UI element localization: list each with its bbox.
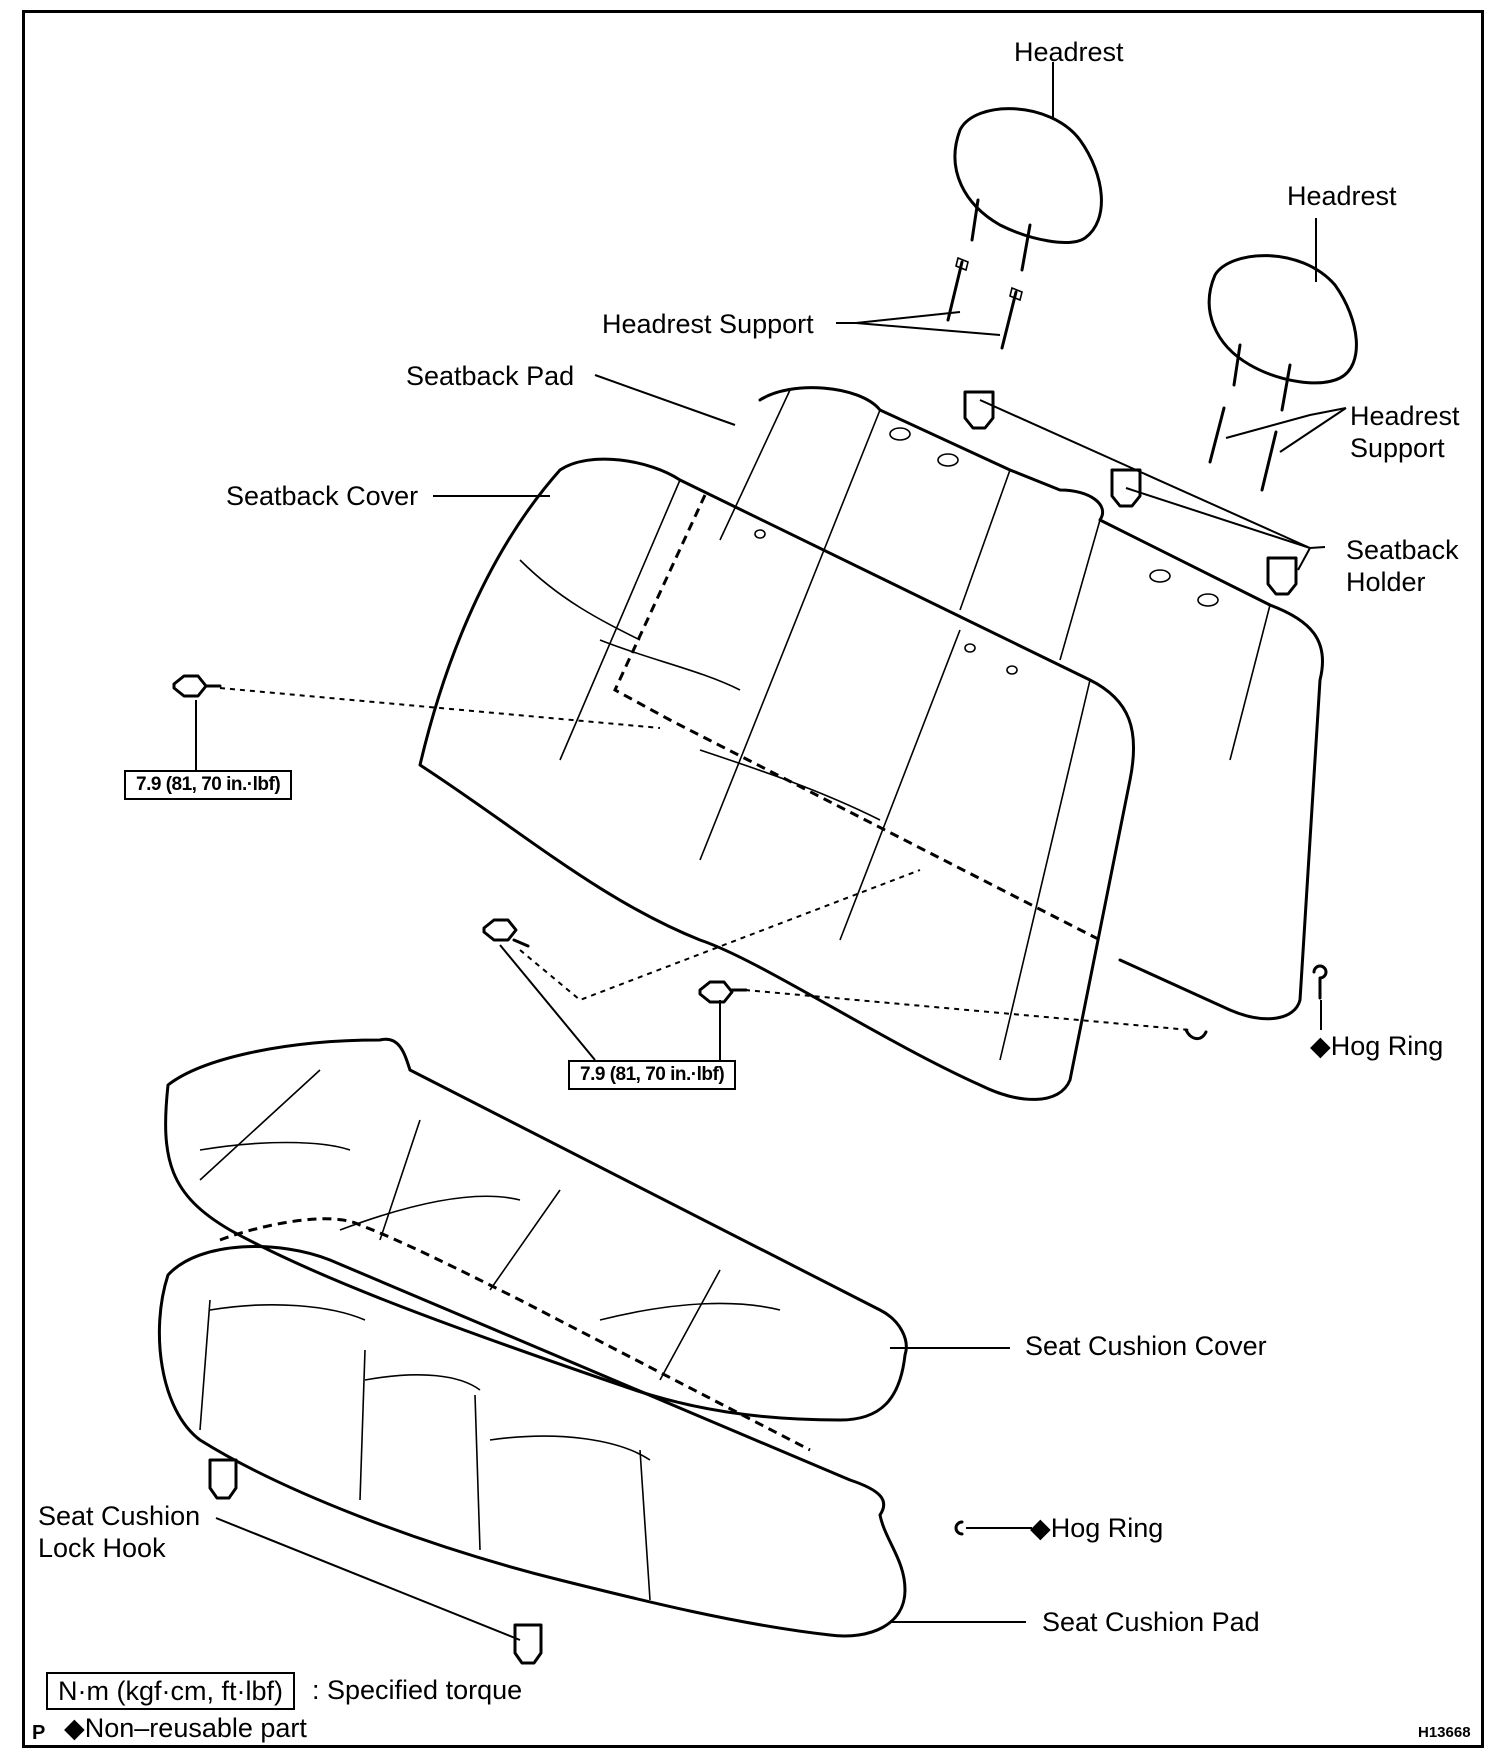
- label-seat-cushion-pad: Seat Cushion Pad: [1042, 1607, 1260, 1637]
- seat-cushion-cover-drawing: [164, 1037, 908, 1452]
- label-seatback-holder-line1: Seatback: [1346, 535, 1459, 565]
- seatback-pad-drawing: [719, 386, 1325, 1021]
- torque-spec-upper-left: 7.9 (81, 70 in.·lbf): [124, 770, 293, 800]
- headrest-top-drawing: [946, 107, 1103, 350]
- label-headrest-right: Headrest: [1287, 181, 1397, 211]
- label-headrest-support-right-line1: Headrest: [1350, 401, 1460, 431]
- seatback-cover-drawing: [418, 457, 1136, 1101]
- hog-rings-drawing: [954, 964, 1328, 1536]
- headrest-right-drawing: [1207, 254, 1358, 492]
- torque-spec-lower-center: 7.9 (81, 70 in.·lbf): [568, 1060, 737, 1090]
- corner-code-right: H13668: [1418, 1724, 1471, 1741]
- label-seatback-cover: Seatback Cover: [226, 481, 419, 511]
- leader-lines: [195, 62, 1347, 1641]
- corner-code-left: P: [32, 1722, 46, 1744]
- label-seatback-pad: Seatback Pad: [406, 361, 575, 391]
- bolt-paths: [219, 687, 1191, 1031]
- label-headrest-support-left: Headrest Support: [602, 309, 814, 339]
- label-seatback-holder-line2: Holder: [1346, 567, 1426, 597]
- label-seat-cushion-cover: Seat Cushion Cover: [1025, 1331, 1267, 1361]
- seatback-holders-drawing: [963, 390, 1298, 596]
- legend-torque-box: N·m (kgf·cm, ft·lbf): [46, 1672, 295, 1710]
- seat-cushion-pad-drawing: [157, 1244, 907, 1638]
- bolts-drawing: [172, 674, 748, 1004]
- label-headrest-support-right-line2: Support: [1350, 433, 1445, 463]
- seat-cushion-lock-hooks-drawing: [208, 1458, 543, 1665]
- legend-torque-text: : Specified torque: [312, 1675, 523, 1705]
- label-hog-ring-upper: ◆Hog Ring: [1310, 1031, 1444, 1061]
- legend-non-reusable: ◆Non–reusable part: [64, 1713, 307, 1743]
- label-seat-cushion-lock-hook-line2: Lock Hook: [38, 1533, 166, 1563]
- label-headrest-top: Headrest: [1014, 37, 1124, 67]
- label-seat-cushion-lock-hook-line1: Seat Cushion: [38, 1501, 201, 1531]
- label-hog-ring-lower: ◆Hog Ring: [1030, 1513, 1164, 1543]
- diagram-frame: [22, 10, 1484, 1748]
